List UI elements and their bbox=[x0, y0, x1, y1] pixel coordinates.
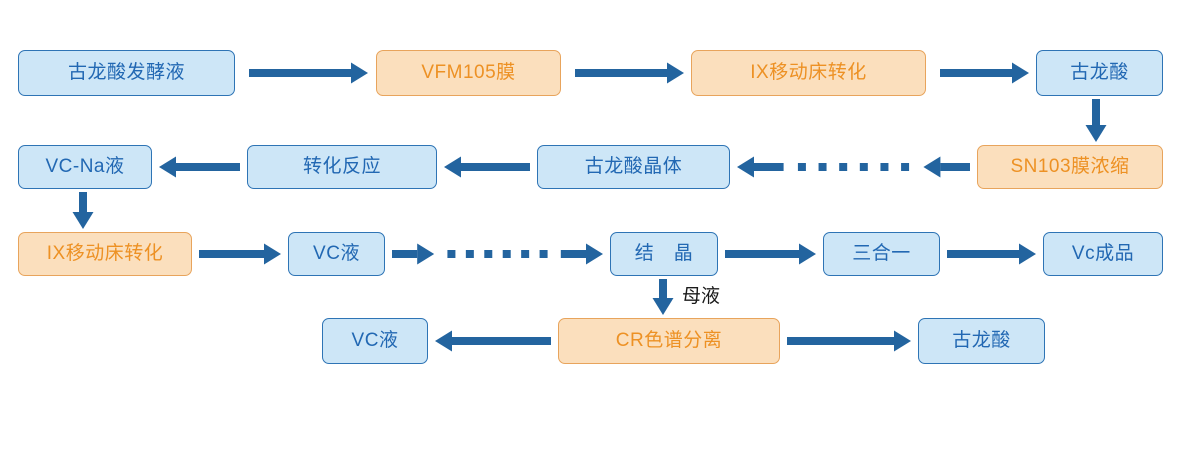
flow-node-n10[interactable]: VC液 bbox=[288, 232, 385, 276]
flow-node-n11[interactable]: 结 晶 bbox=[610, 232, 718, 276]
arrow-head bbox=[586, 243, 603, 265]
flow-node-label: Vc成品 bbox=[1071, 242, 1135, 264]
arrow-head bbox=[159, 156, 176, 178]
flow-node-n8[interactable]: VC-Na液 bbox=[18, 145, 152, 189]
arrow-dot bbox=[859, 163, 868, 171]
arrow-shaft bbox=[560, 250, 586, 258]
arrow-head bbox=[799, 243, 816, 265]
flow-node-n16[interactable]: 古龙酸 bbox=[918, 318, 1045, 364]
flow-node-label: 三合一 bbox=[852, 242, 911, 264]
arrow-shaft bbox=[659, 279, 667, 298]
flow-node-n7[interactable]: 转化反应 bbox=[247, 145, 437, 189]
arrow-head bbox=[264, 243, 281, 265]
arrow-shaft bbox=[754, 163, 784, 171]
arrow-shaft bbox=[176, 163, 240, 171]
arrow-head bbox=[444, 156, 461, 178]
arrow-dot bbox=[521, 250, 530, 258]
arrow-dot bbox=[818, 163, 827, 171]
flow-node-n9[interactable]: IX移动床转化 bbox=[18, 232, 192, 276]
arrow-shaft bbox=[940, 69, 1012, 77]
arrow-head bbox=[1019, 243, 1036, 265]
arrow-dot bbox=[839, 163, 848, 171]
flow-node-n12[interactable]: 三合一 bbox=[823, 232, 940, 276]
arrow-shaft bbox=[787, 337, 894, 345]
arrow-dot bbox=[465, 250, 474, 258]
arrow-shaft bbox=[249, 69, 351, 77]
arrow-head bbox=[1012, 62, 1029, 84]
arrow-head bbox=[351, 62, 368, 84]
arrow-head bbox=[417, 243, 435, 265]
flow-node-label: 古龙酸晶体 bbox=[584, 155, 683, 177]
arrow-head bbox=[667, 62, 684, 84]
flow-node-n15[interactable]: CR色谱分离 bbox=[558, 318, 780, 364]
arrow-head bbox=[72, 212, 94, 229]
flow-node-n1[interactable]: 古龙酸发酵液 bbox=[18, 50, 235, 96]
flow-edge-e10 bbox=[392, 243, 603, 265]
flow-node-label: VC-Na液 bbox=[45, 155, 125, 177]
flow-node-label: 古龙酸发酵液 bbox=[67, 61, 185, 83]
flow-node-label: 古龙酸 bbox=[1070, 61, 1129, 83]
flow-edge-e13 bbox=[652, 279, 674, 315]
arrow-dot bbox=[901, 163, 910, 171]
flow-node-n13[interactable]: Vc成品 bbox=[1043, 232, 1163, 276]
flow-edge-e6 bbox=[444, 156, 530, 178]
flow-edge-e1 bbox=[249, 62, 368, 84]
arrow-dot bbox=[447, 250, 456, 258]
flow-node-n5[interactable]: SN103膜浓缩 bbox=[977, 145, 1163, 189]
flow-edge-e15 bbox=[787, 330, 911, 352]
flow-edge-e9 bbox=[199, 243, 281, 265]
arrow-shaft bbox=[461, 163, 530, 171]
arrow-shaft bbox=[392, 250, 418, 258]
flow-node-label: IX移动床转化 bbox=[750, 61, 867, 83]
flow-edge-e2 bbox=[575, 62, 684, 84]
flow-edge-e4 bbox=[1085, 99, 1107, 142]
flow-node-n4[interactable]: 古龙酸 bbox=[1036, 50, 1163, 96]
arrow-shaft bbox=[1092, 99, 1100, 125]
flow-edge-e12 bbox=[947, 243, 1036, 265]
flow-node-label: 转化反应 bbox=[302, 155, 381, 177]
arrow-shaft bbox=[452, 337, 551, 345]
arrow-head bbox=[1085, 125, 1107, 142]
flow-edge-e14 bbox=[435, 330, 551, 352]
flow-node-label: 结 晶 bbox=[634, 242, 694, 264]
flow-edge-e3 bbox=[940, 62, 1029, 84]
arrow-shaft bbox=[725, 250, 799, 258]
arrow-dot bbox=[539, 250, 548, 258]
arrow-shaft bbox=[947, 250, 1019, 258]
arrow-shaft bbox=[940, 163, 970, 171]
arrow-head bbox=[652, 298, 674, 315]
arrow-shaft bbox=[575, 69, 667, 77]
arrow-head bbox=[894, 330, 911, 352]
arrow-dot bbox=[484, 250, 493, 258]
arrow-head bbox=[435, 330, 452, 352]
flow-node-n3[interactable]: IX移动床转化 bbox=[691, 50, 926, 96]
edge-label-l1: 母液 bbox=[682, 286, 721, 307]
arrow-dot bbox=[797, 163, 806, 171]
flow-edge-e11 bbox=[725, 243, 816, 265]
arrow-shaft bbox=[79, 192, 87, 212]
flow-node-label: IX移动床转化 bbox=[46, 242, 164, 264]
flow-node-label: SN103膜浓缩 bbox=[1010, 155, 1130, 177]
flow-node-label: VFM105膜 bbox=[421, 61, 516, 83]
flow-edge-e5 bbox=[737, 156, 970, 178]
arrow-head bbox=[923, 156, 941, 178]
flow-node-label: 古龙酸 bbox=[952, 329, 1011, 351]
arrow-shaft bbox=[199, 250, 264, 258]
arrow-head bbox=[737, 156, 754, 178]
flow-node-label: VC液 bbox=[313, 242, 360, 264]
flow-node-n6[interactable]: 古龙酸晶体 bbox=[537, 145, 730, 189]
arrow-dot bbox=[880, 163, 889, 171]
flow-edge-e7 bbox=[159, 156, 240, 178]
arrow-dot bbox=[502, 250, 511, 258]
flow-node-n2[interactable]: VFM105膜 bbox=[376, 50, 561, 96]
flow-node-label: CR色谱分离 bbox=[615, 329, 723, 351]
flow-node-n14[interactable]: VC液 bbox=[322, 318, 428, 364]
flow-node-label: VC液 bbox=[351, 329, 399, 351]
flow-edge-e8 bbox=[72, 192, 94, 229]
